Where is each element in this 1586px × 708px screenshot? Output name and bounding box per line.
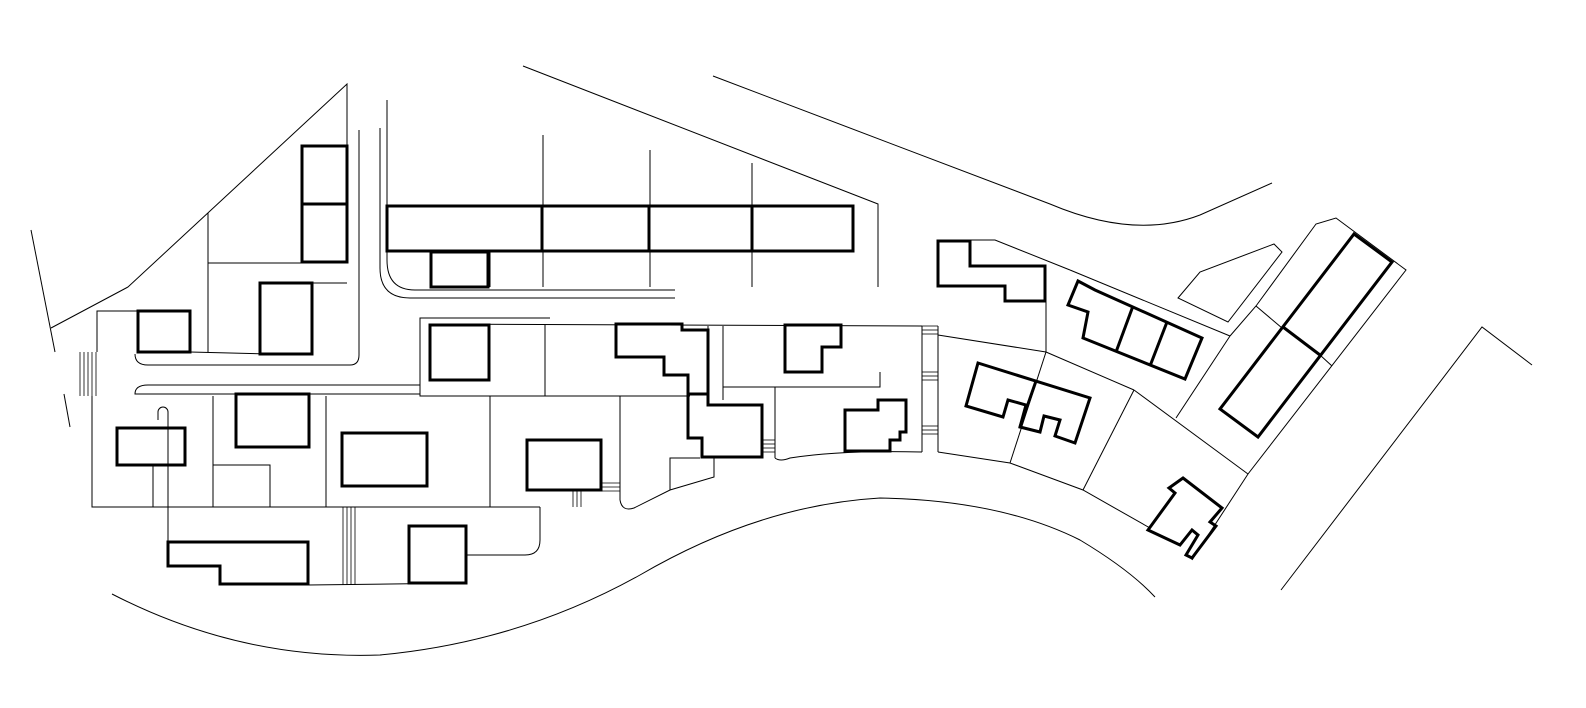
building-row-house [540,204,651,253]
parcels [91,135,1407,586]
building-partition [1018,380,1038,428]
parcel-line [1082,389,1135,491]
parcel-line [91,396,540,508]
parcel-line [1133,389,1249,475]
road-north-center [522,65,879,287]
building [843,398,908,453]
building [234,392,311,449]
parcel-line [1069,269,1231,337]
parcel-line [419,317,690,397]
road-inner-north [386,100,675,291]
building [258,281,314,356]
building [407,524,468,585]
building [686,392,764,459]
parcel-line [1191,217,1407,561]
building-partition [1114,305,1135,353]
building [525,438,603,492]
parcel-line [157,406,169,420]
building [115,426,187,467]
building [340,431,429,488]
road-north-east [712,75,1273,226]
road-south [111,497,1156,656]
building-partition [1282,325,1321,357]
building-slab [1217,231,1395,440]
building [936,239,1047,303]
parcel-line [213,464,271,507]
building [300,202,349,264]
parcel-line [937,451,1151,529]
lane-center-south [134,384,421,395]
building [1145,476,1225,560]
parcel-line [1319,354,1333,367]
buildings [115,144,1395,586]
building [300,144,349,206]
building-row-house [647,204,754,253]
steps-east [922,325,938,435]
boundary-west-short [63,393,71,428]
parcel-line [466,507,541,556]
parcel-line [937,239,1071,286]
parcel-line [1255,305,1283,329]
parcel-line [774,451,923,461]
building-partition [1148,321,1169,367]
parcel-line [723,372,881,388]
lane-center [134,130,360,366]
building [428,323,491,382]
parcel-line [1175,335,1231,419]
building [783,323,843,374]
building [429,250,490,289]
parcel-line [669,457,700,490]
building-row-house [385,204,544,253]
parcel-line [1045,351,1135,391]
parcel-line [619,457,715,510]
building [166,540,310,586]
road-inner-north-outer [379,128,675,299]
boundary-northwest [30,229,56,353]
roads [30,65,1533,656]
steps-center [572,482,620,507]
steps-west [79,352,97,396]
steps-mid [762,439,775,453]
building [964,361,1092,445]
road-east [1280,326,1533,591]
steps-south-center [342,507,356,585]
building-row-house [1066,278,1204,381]
parcel-line [937,334,1047,353]
parcel-line [96,310,190,352]
building-row-house [750,204,855,253]
building [614,322,710,396]
plot-triangle [1177,243,1283,323]
building [136,309,192,354]
steps [79,325,938,585]
